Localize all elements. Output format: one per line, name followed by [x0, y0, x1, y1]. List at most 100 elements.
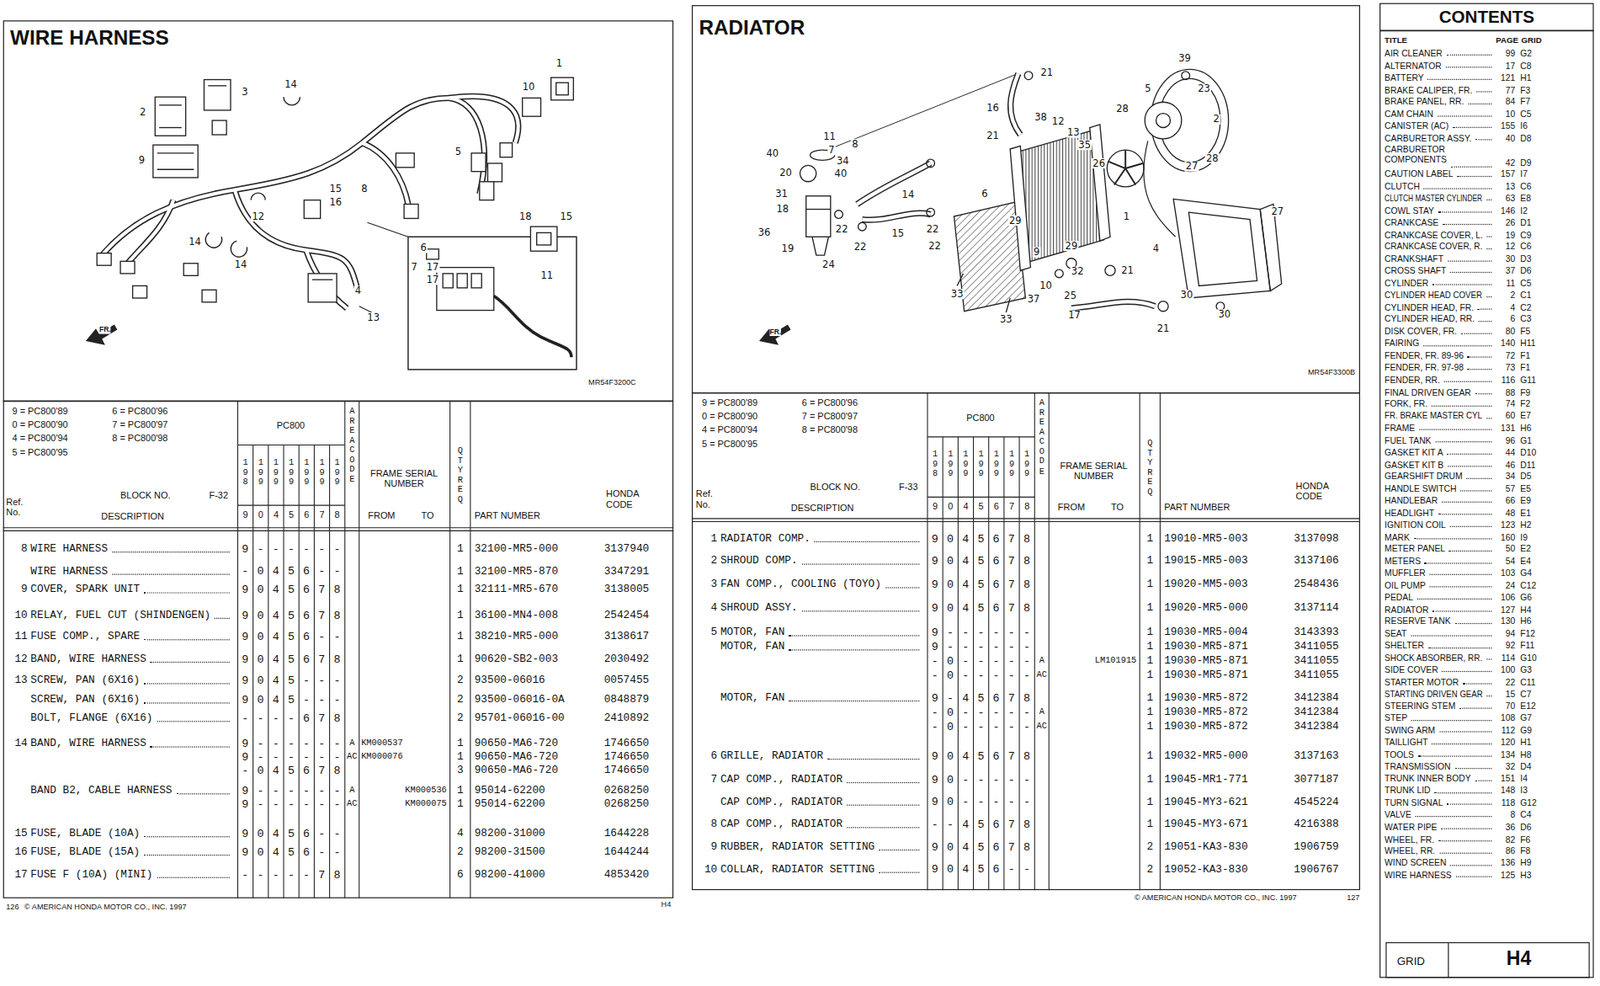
dot-leader [150, 745, 230, 747]
dot-leader [1439, 731, 1492, 733]
dot-leader [1474, 779, 1492, 781]
honda-code: 3137106 [1293, 555, 1339, 568]
column-heading: AREA CODE [1039, 398, 1045, 477]
contents-title: WHEEL, FR. [1384, 834, 1495, 845]
callout-number: 7 [409, 262, 419, 273]
part-number: 90650-MA6-720 [474, 738, 559, 750]
quantity: 1 [457, 565, 464, 578]
drawing-code: MR54F3300B [1307, 367, 1356, 377]
callout-number: 16 [985, 102, 1000, 113]
contents-title: CYLINDER HEAD, FR. [1384, 302, 1495, 313]
contents-grid: D3 [1520, 255, 1531, 265]
frame-from: KM000076 [361, 752, 403, 762]
model-code: 8 [334, 510, 341, 521]
panel-title: CONTENTS [1380, 8, 1593, 28]
contents-title: MARK [1384, 532, 1495, 543]
contents-title: FENDER, FR. 89-96 [1384, 350, 1495, 361]
contents-title: STARTING DRIVEN GEAR [1384, 689, 1495, 699]
dot-leader [1424, 187, 1493, 189]
contents-title: CRANKCASE COVER, R. [1384, 242, 1480, 252]
model-code: 4 [273, 510, 279, 521]
dot-leader [1440, 828, 1492, 830]
contents-page: 37 [1505, 266, 1515, 277]
dot-leader [801, 563, 920, 564]
panel-title: RADIATOR [698, 15, 805, 39]
contents-title: CROSS SHAFT [1384, 266, 1446, 277]
model-key: 6 = PC800'96 [111, 407, 168, 418]
part-description: SCREW, PAN (6X16) [30, 694, 140, 707]
contents-title: TRUNK INNER BODY [1384, 774, 1471, 784]
part-number: 19010-MR5-003 [1164, 532, 1248, 545]
contents-page: 121 [1500, 73, 1515, 83]
contents-title: CARBURETOR ASSY. [1384, 133, 1472, 144]
frame-to: KM000075 [404, 799, 447, 809]
contents-page: 80 [1505, 327, 1515, 337]
page-number: 127 [1346, 893, 1360, 903]
quantity: 1 [1146, 579, 1154, 591]
column-heading: TO [420, 510, 434, 521]
contents-title: SIDE COVER [1384, 665, 1439, 676]
callout-number: 19 [780, 244, 795, 255]
quantity: 1 [1146, 773, 1154, 786]
contents-page: 15 [1505, 689, 1515, 699]
part-description: WIRE HARNESS [30, 542, 108, 555]
part-number: 98200-41000 [474, 868, 546, 881]
dot-leader [1423, 345, 1492, 346]
contents-title: DISK COVER, FR. [1384, 327, 1457, 337]
part-description: MOTOR, FAN [720, 641, 785, 654]
contents-page: 6 [1510, 314, 1516, 325]
contents-title: CYLINDER HEAD, RR. [1384, 314, 1475, 325]
copyright-note: © AMERICAN HONDA MOTOR CO., INC. 1997 [24, 903, 187, 912]
dot-leader [1439, 851, 1492, 853]
contents-grid: E2 [1520, 544, 1531, 554]
dot-leader [827, 757, 920, 759]
dot-leader [1486, 248, 1492, 250]
part-description: WIRE HARNESS [30, 565, 108, 578]
model-marks: - 0 4 5 6 7 8 [241, 764, 341, 777]
quantity: 3 [457, 764, 464, 777]
model-marks: 9 - - - - - - [241, 797, 341, 811]
part-number: 36100-MN4-008 [474, 609, 559, 622]
part-description: GRILLE, RADIATOR [720, 749, 923, 762]
part-number: 19052-KA3-830 [1164, 863, 1248, 876]
part-description: CAP COMP., RADIATOR [720, 796, 923, 808]
contents-title: CLUTCH MASTER CYLINDER [1384, 194, 1465, 204]
callout-number: 29 [1008, 215, 1023, 226]
model-key: 5 = PC800'95 [701, 440, 758, 451]
drawing-code: MR54F3200C [588, 378, 637, 388]
model-marks: 9 0 4 5 6 7 8 [931, 601, 1032, 615]
contents-grid: I7 [1520, 170, 1528, 180]
dot-leader [1429, 586, 1493, 588]
dot-leader [150, 660, 230, 662]
contents-page: 57 [1505, 483, 1515, 494]
part-description: CAP COMP., RADIATOR [720, 773, 843, 786]
frame-from: KM000537 [361, 738, 403, 749]
dot-leader [1446, 453, 1492, 455]
honda-code: 2548436 [1293, 579, 1339, 591]
honda-code: 0848879 [604, 694, 649, 707]
quantity: 1 [1146, 555, 1154, 568]
callout-number: 10 [1038, 280, 1053, 291]
contents-title: MUFFLER [1384, 568, 1495, 579]
contents-grid: G2 [1520, 49, 1532, 59]
wire-harness-drawing [85, 77, 577, 370]
model-code: 7 [1009, 502, 1015, 513]
contents-grid: C6 [1520, 181, 1531, 192]
contents-page: 116 [1501, 375, 1515, 385]
callout-number: 12 [250, 211, 266, 222]
contents-page: 82 [1505, 834, 1515, 845]
contents-title: SWING ARM [1384, 725, 1495, 735]
contents-page: 17 [1505, 61, 1515, 71]
part-number: 95014-62200 [474, 785, 546, 798]
contents-grid: I6 [1520, 122, 1528, 132]
dot-leader [156, 720, 229, 722]
area-code: A [1039, 656, 1045, 666]
model-marks: - - - - 6 7 8 [241, 712, 341, 725]
honda-code: 2542454 [604, 609, 649, 622]
dot-leader [1454, 622, 1492, 624]
contents-grid: F7 [1520, 97, 1531, 107]
contents-title: AIR CLEANER [1384, 49, 1443, 59]
quantity: 1 [1146, 669, 1154, 682]
contents-grid: E8 [1520, 194, 1531, 204]
contents-grid: I3 [1520, 786, 1528, 796]
